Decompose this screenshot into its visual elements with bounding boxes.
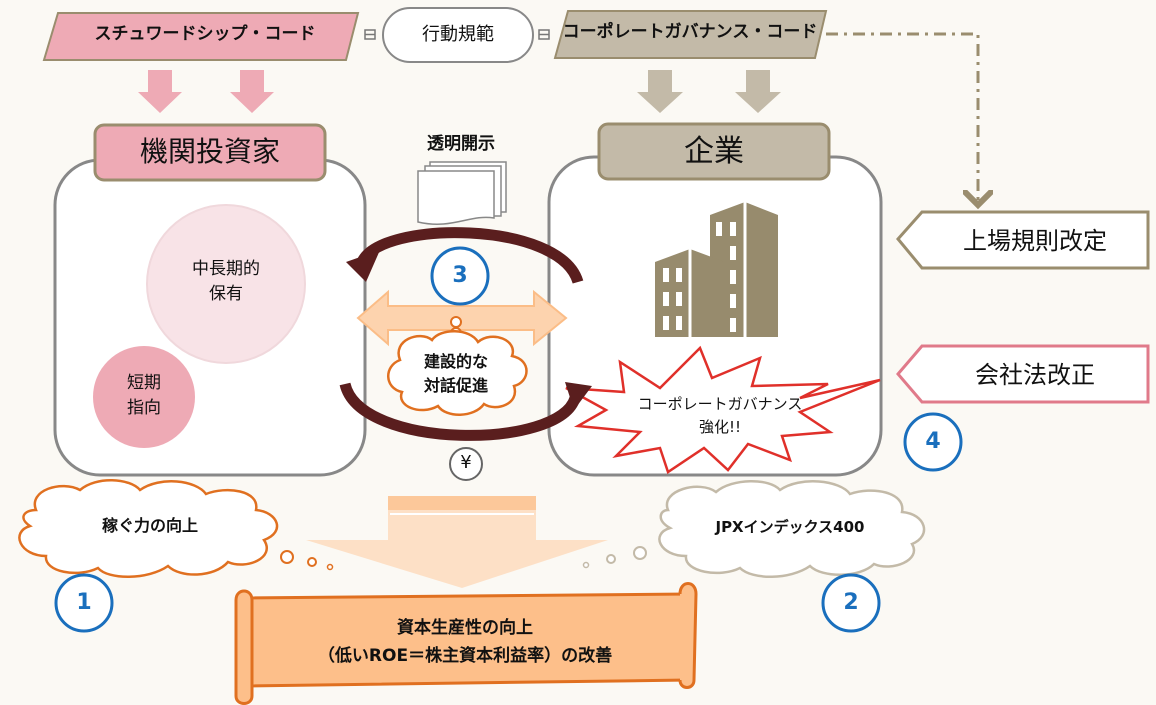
investor-title: 機関投資家	[139, 135, 280, 168]
big-down-arrow	[306, 496, 608, 588]
scroll-label-1: 資本生産性の向上	[397, 618, 533, 638]
short-term-circle	[93, 346, 195, 448]
double-arrow-icon	[356, 289, 568, 347]
down-arrow-icon	[637, 70, 683, 113]
yen-icon	[449, 447, 483, 481]
conduct-norm-pill	[382, 7, 534, 63]
long-term-circle	[146, 204, 306, 364]
dialogue-label-2: 対話促進	[423, 376, 488, 395]
governance-code-label: コーポレートガバナンス・コード	[562, 22, 818, 42]
step-1-number: 1	[76, 590, 92, 615]
long-term-label-2: 保有	[209, 284, 243, 304]
long-term-label-1: 中長期的	[192, 259, 260, 279]
building-icon	[655, 202, 778, 337]
burst-label-1: コーポレートガバナンス	[637, 395, 803, 413]
investor-title-box	[93, 123, 327, 182]
company-title: 企業	[684, 134, 744, 169]
step-3-badge	[430, 246, 490, 306]
company-law-label: 会社法改正	[975, 361, 1095, 389]
governance-burst	[565, 345, 881, 474]
short-term-label-1: 短期	[127, 373, 161, 393]
dialogue-label-1: 建設的な	[423, 352, 488, 371]
short-term-label-2: 指向	[127, 398, 161, 418]
yen-label: ¥	[460, 452, 472, 473]
burst-label-2: 強化!!	[698, 418, 742, 436]
disclosure-label: 透明開示	[427, 134, 495, 154]
company-title-box	[597, 122, 831, 181]
jpx-index-cloud	[582, 480, 926, 578]
listing-rules-label: 上場規則改定	[963, 227, 1107, 255]
earning-power-cloud	[18, 479, 334, 578]
listing-rules-tag	[896, 210, 1150, 270]
step-3-number: 3	[452, 263, 468, 288]
scroll-label-2: （低いROE＝株主資本利益率）の改善	[317, 646, 613, 666]
cycle-arrow-top	[346, 227, 584, 285]
down-arrow-icon	[230, 70, 274, 113]
jpx-index-label: JPXインデックス400	[715, 518, 865, 536]
step-2-number: 2	[843, 590, 859, 615]
conduct-norm-label: 行動規範	[422, 24, 494, 45]
step-4-number: 4	[925, 429, 941, 454]
step-1-badge	[54, 573, 114, 633]
down-arrow-icon	[138, 70, 182, 113]
governance-code-shape	[553, 10, 828, 59]
dialogue-cloud	[387, 316, 528, 416]
step-4-badge	[903, 412, 963, 472]
down-arrow-icon	[735, 70, 781, 113]
company-law-tag	[896, 344, 1150, 404]
step-2-badge	[821, 573, 881, 633]
document-stack-icon	[417, 161, 507, 226]
stewardship-code-shape	[42, 12, 360, 61]
stewardship-code-label: スチュワードシップ・コード	[94, 24, 316, 44]
earning-power-label: 稼ぐ力の向上	[101, 516, 198, 535]
cycle-arrow-bottom	[339, 382, 592, 441]
scroll-banner	[234, 582, 698, 705]
